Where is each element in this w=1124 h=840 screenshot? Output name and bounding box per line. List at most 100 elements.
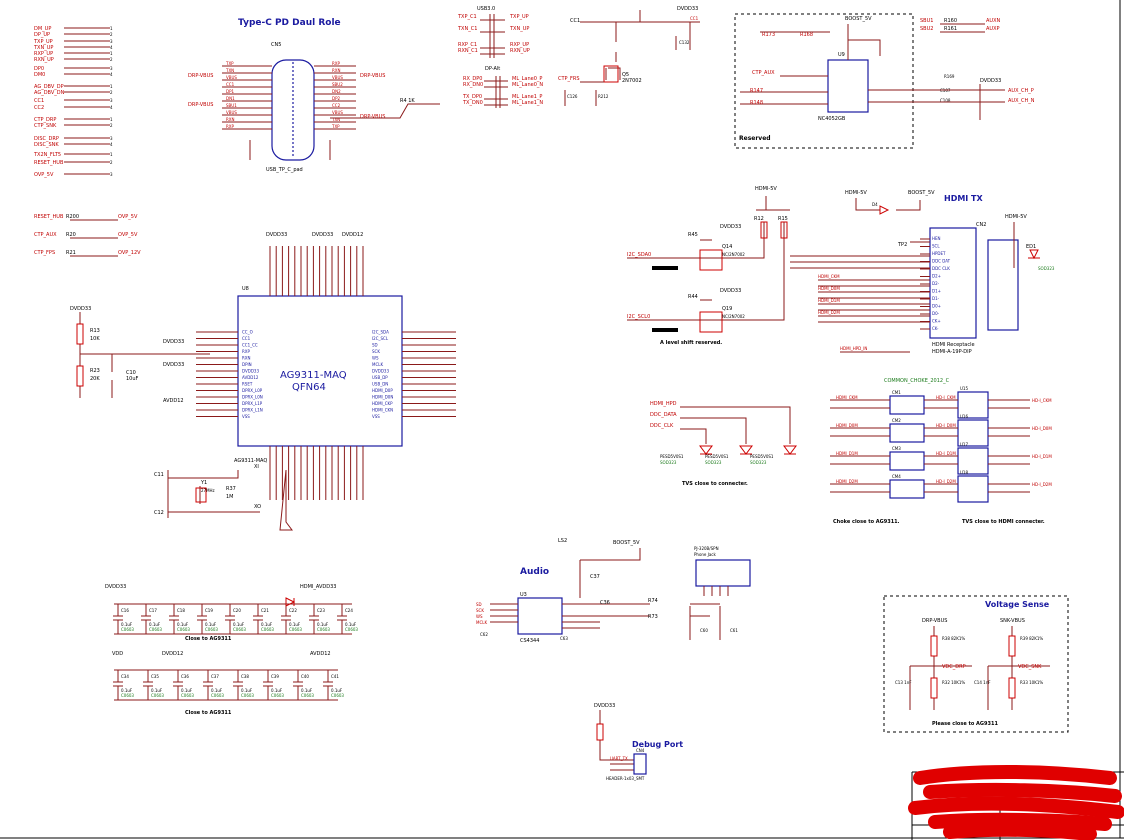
svg-text:HD-I_D2M: HD-I_D2M [1032, 482, 1052, 487]
hdmi-pin: DDC CLK [932, 266, 950, 271]
ic-left-pin: DPIN [242, 362, 252, 367]
net-label: DM_UP [34, 26, 51, 32]
svg-text:AVDD12: AVDD12 [310, 651, 331, 657]
caps-note-1: Close to AG9311 [185, 636, 232, 642]
reset-net: RESET_HUB [34, 214, 64, 220]
svg-text:C0603: C0603 [181, 693, 194, 698]
svg-text:R21: R21 [66, 250, 76, 256]
svg-text:3: 3 [110, 39, 113, 44]
caps-note-2: Close to AG9311 [185, 710, 232, 716]
net-label: DM0 [34, 72, 45, 78]
svg-text:C62: C62 [480, 632, 488, 637]
reset-out: OVP_5V [118, 214, 138, 220]
svg-text:R20: R20 [66, 232, 76, 238]
svg-text:HDMI-5V: HDMI-5V [755, 186, 777, 192]
svg-text:HD-I_D0M: HD-I_D0M [1032, 426, 1052, 431]
svg-text:U15: U15 [960, 386, 968, 391]
typec-right-pin: RXP [332, 61, 341, 66]
ic-left-pin: DPRX_L0P [242, 388, 263, 393]
net-label: RXP_UP [34, 51, 53, 57]
ic-left-pin: DPRX_L0N [242, 395, 263, 400]
net-label: RXN_UP [34, 57, 54, 63]
hdmi-pin: CK+ [932, 319, 941, 324]
svg-text:3: 3 [110, 66, 113, 71]
voltage-sense-circuit: DRP-VBUS SNK-VBUS R38 82K1% R39 82K1% R3… [895, 618, 1050, 710]
svg-text:PJ-320B/SPN: PJ-320B/SPN [694, 546, 719, 551]
usb30-caps: TXP_C1 TXN_C1 RXP_C1 RXN_C1 TXP_UP TXN_U… [457, 14, 530, 58]
svg-text:C16: C16 [121, 608, 129, 613]
net-label: CC2 [34, 105, 44, 111]
tvs-note: TVS close to connecter. [682, 481, 748, 487]
ic-right-pin: SD [372, 343, 378, 348]
svg-text:10K: 10K [90, 336, 100, 342]
hdmi-pin: SCL [932, 244, 940, 249]
svg-text:HDMI-5V: HDMI-5V [845, 190, 867, 196]
svg-text:HDMI-5V: HDMI-5V [1005, 214, 1027, 220]
audio-title: Audio [520, 567, 549, 577]
svg-text:0.1uF: 0.1uF [233, 622, 245, 627]
svg-text:4: 4 [110, 142, 113, 147]
svg-text:NC/2N7002: NC/2N7002 [722, 314, 745, 319]
net-label: OVP_5V [34, 172, 54, 178]
svg-text:HEADER-1x03_SMT: HEADER-1x03_SMT [606, 776, 645, 781]
ic-right-pin: I2C_SDA [372, 330, 389, 335]
svg-text:20K: 20K [90, 376, 100, 382]
svg-text:ED1: ED1 [1026, 244, 1036, 250]
typec-footprint: USB_TP_C_pad [266, 167, 303, 173]
divider-r13-r23: DVDD33 R13 10K R23 20K C10 10uF DVDD33 D… [70, 306, 210, 404]
svg-text:DVDD33: DVDD33 [70, 306, 91, 312]
svg-text:0.1uF: 0.1uF [261, 622, 273, 627]
svg-text:4: 4 [110, 72, 113, 77]
svg-text:DVDD12: DVDD12 [162, 651, 183, 657]
svg-text:C0603: C0603 [261, 627, 274, 632]
hdmi-pin: D2- [932, 281, 940, 286]
choke-note: Choke close to AG9311. [833, 519, 900, 525]
ic-right-pin: USB_DN [372, 382, 388, 387]
svg-text:TX_DP0: TX_DP0 [462, 94, 482, 100]
ic-right-pin: HDMI_CKP [372, 401, 393, 406]
svg-text:HDMI_D0M: HDMI_D0M [818, 286, 840, 291]
svg-text:4: 4 [110, 45, 113, 50]
svg-text:R37: R37 [226, 486, 236, 492]
svg-text:CS4344: CS4344 [520, 638, 539, 644]
aux-nets: SBU1 SBU2 R160 R161 AUXN AUXP DVDD33 AUX… [910, 18, 1035, 120]
typec-left-pin: VBUS [226, 75, 237, 80]
decoupling-row-1: C160.1uFC0603C170.1uFC0603C180.1uFC0603C… [113, 603, 358, 635]
svg-text:C0603: C0603 [211, 693, 224, 698]
reset-out: OVP_5V [118, 232, 138, 238]
svg-text:R73: R73 [648, 614, 658, 620]
ic-left-pin: RXP [242, 349, 251, 354]
svg-text:DRP-VBUS: DRP-VBUS [188, 102, 213, 108]
svg-text:C19: C19 [205, 608, 213, 613]
ic-right-pin: VSS [372, 414, 380, 419]
svg-text:XI: XI [254, 464, 259, 470]
svg-text:0.1uF: 0.1uF [345, 622, 357, 627]
svg-text:0.1uF: 0.1uF [289, 622, 301, 627]
voltage-sense-title: Voltage Sense [985, 600, 1050, 609]
svg-text:C20: C20 [233, 608, 241, 613]
ic-left-pin: AVDD12 [242, 375, 259, 380]
svg-text:C37: C37 [590, 574, 600, 580]
svg-text:HD-I_D1M: HD-I_D1M [1032, 454, 1052, 459]
svg-text:C38: C38 [241, 674, 249, 679]
typec-left-pin: DP1 [226, 89, 234, 94]
svg-text:VDD: VDD [112, 651, 123, 657]
reset-out: OVP_12V [118, 250, 141, 256]
svg-text:C63: C63 [560, 636, 568, 641]
net-label: DP0 [34, 66, 44, 72]
svg-text:U9: U9 [838, 52, 845, 58]
debug-title: Debug Port [632, 740, 683, 749]
svg-text:0.1uF: 0.1uF [211, 688, 223, 693]
svg-text:C0603: C0603 [241, 693, 254, 698]
main-ic-refdes: U8 [242, 286, 249, 292]
svg-text:BOOST_5V: BOOST_5V [908, 190, 935, 196]
tvs-row: HDMI_HPD DDC_DATA DDC_CLK PESD5V0S1 SOD3… [650, 401, 797, 487]
typec-left-pin: RXP [226, 124, 235, 129]
svg-text:HDMI_HPD_IN: HDMI_HPD_IN [840, 346, 867, 351]
svg-text:HDMI_AVDD33: HDMI_AVDD33 [300, 584, 336, 590]
svg-text:C0603: C0603 [151, 693, 164, 698]
